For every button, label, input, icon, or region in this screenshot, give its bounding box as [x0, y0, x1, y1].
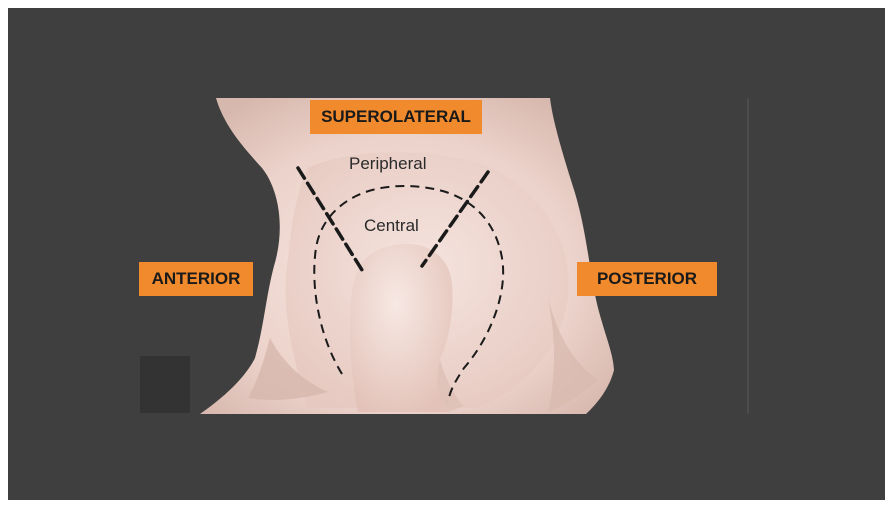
dark-square — [140, 356, 190, 413]
diagram-frame: Peripheral Central SUPEROLATERAL ANTERIO… — [8, 8, 885, 500]
superolateral-tag: SUPEROLATERAL — [310, 100, 482, 134]
central-label: Central — [364, 216, 419, 236]
posterior-tag: POSTERIOR — [577, 262, 717, 296]
acetabulum-illustration — [8, 8, 885, 500]
anterior-tag: ANTERIOR — [139, 262, 253, 296]
central-bump — [350, 244, 453, 412]
peripheral-label: Peripheral — [349, 154, 427, 174]
